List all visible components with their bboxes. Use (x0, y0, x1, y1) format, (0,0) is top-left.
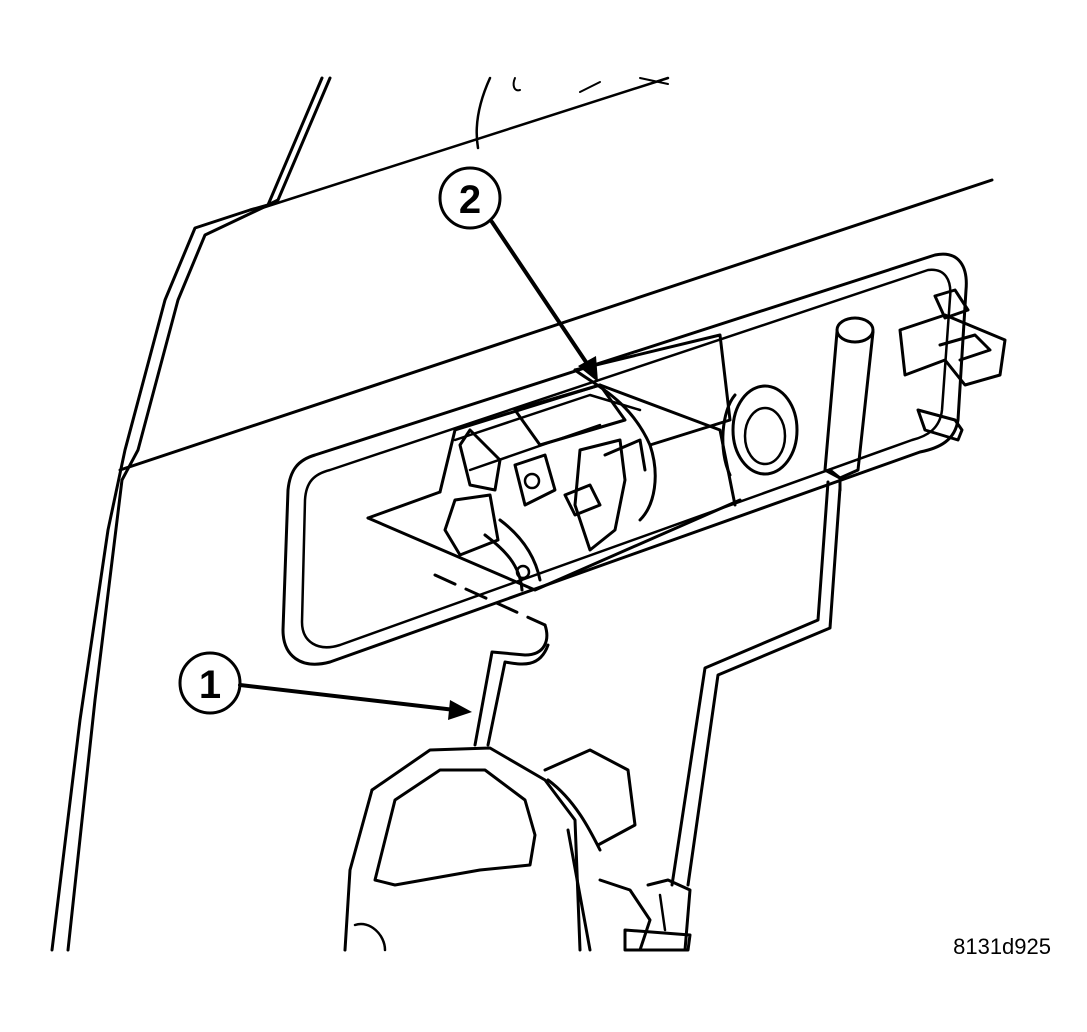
callout-2-circle (438, 166, 502, 230)
upper-panel-lines (260, 76, 670, 210)
callout-1: 1 (178, 651, 472, 720)
outside-handle (343, 746, 637, 952)
callout-1-arrowhead (448, 700, 472, 720)
callout-2-label: 2 (459, 178, 481, 222)
lower-linkage (598, 878, 692, 952)
lock-button-rod (670, 316, 875, 887)
callout-1-circle (178, 651, 242, 715)
callout-1-leader (238, 683, 457, 712)
lock-cylinder (721, 384, 799, 477)
rod-clip (898, 288, 1007, 442)
callout-2-arrowhead (578, 356, 598, 382)
callout-2: 2 (438, 166, 598, 382)
handle-recess (281, 252, 968, 666)
body-trim-line (118, 178, 994, 472)
callout-2-leader (490, 220, 592, 370)
rod (433, 573, 550, 747)
body-outer-edge (50, 76, 332, 952)
figure-id: 8131d925 (953, 934, 1051, 959)
callout-1-label: 1 (199, 663, 221, 707)
latch-mechanism (443, 333, 732, 592)
